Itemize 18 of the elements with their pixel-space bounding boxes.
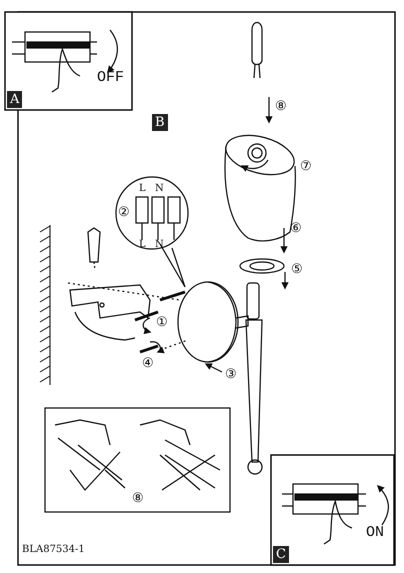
callout-number: ① bbox=[156, 316, 168, 329]
off-label: OFF bbox=[97, 70, 124, 85]
callout-number: ⑧ bbox=[132, 492, 144, 505]
callout-number: ③ bbox=[225, 368, 237, 381]
terminal-letter: N bbox=[155, 184, 164, 194]
callout-number: ⑥ bbox=[290, 222, 302, 235]
terminal-letter: L bbox=[139, 240, 146, 250]
callout-number: ⑦ bbox=[300, 160, 312, 173]
on-label: ON bbox=[366, 525, 384, 540]
step-letter: C bbox=[273, 546, 289, 563]
document-code: BLA87534-1 bbox=[22, 545, 85, 555]
terminal-letter: L bbox=[139, 184, 146, 194]
callout-number: ⑧ bbox=[275, 100, 287, 113]
callout-number: ⑤ bbox=[291, 263, 303, 276]
callout-number: ④ bbox=[142, 357, 154, 370]
step-letter: A bbox=[7, 91, 22, 108]
step-letter: B bbox=[152, 114, 168, 131]
callout-number: ② bbox=[118, 206, 130, 219]
